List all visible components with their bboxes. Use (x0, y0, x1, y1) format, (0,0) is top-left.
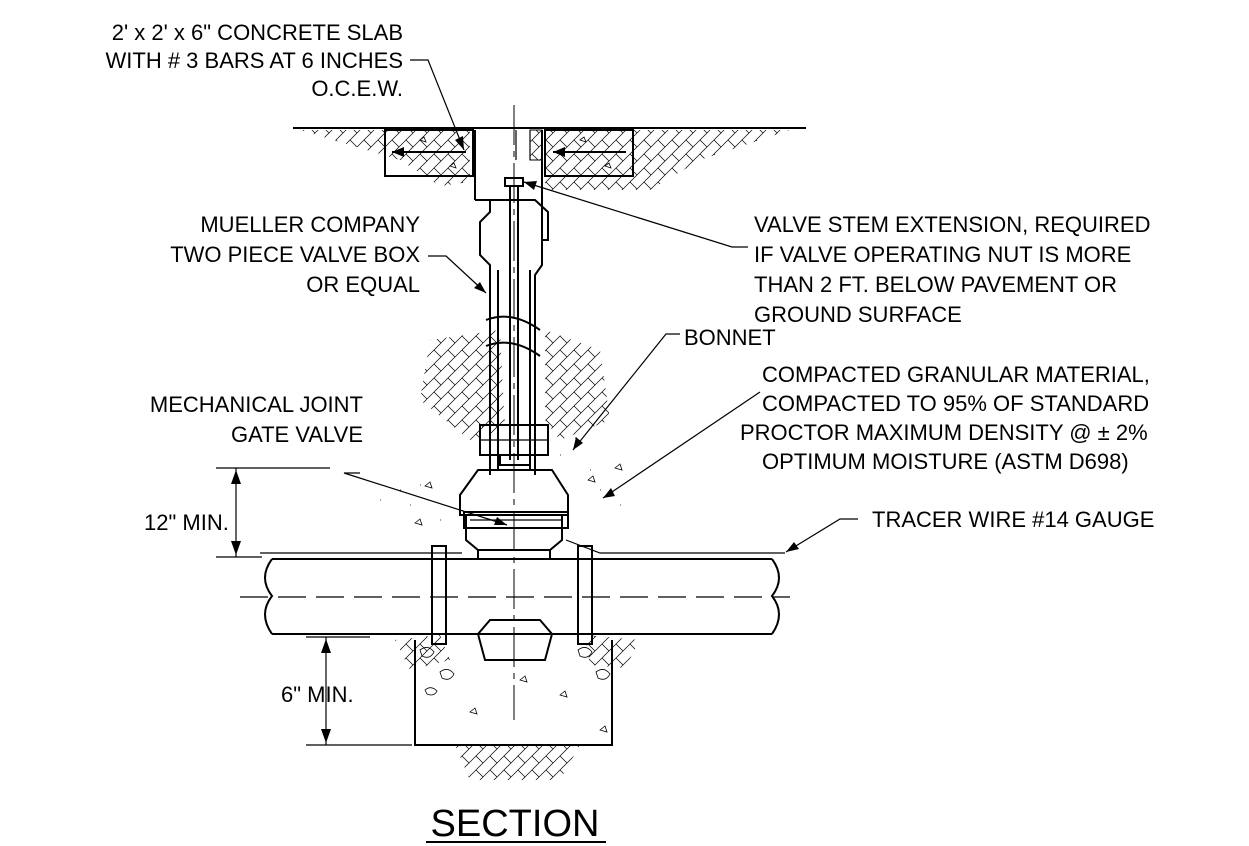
backfill-line-4: OPTIMUM MOISTURE (ASTM D698) (762, 449, 1129, 474)
label-gate-valve: MECHANICAL JOINT GATE VALVE (150, 392, 363, 447)
concrete-slab (384, 129, 634, 177)
slab-line-3: O.C.E.W. (311, 76, 403, 101)
label-stem-extension: VALVE STEM EXTENSION, REQUIRED IF VALVE … (754, 212, 1150, 327)
valve-box-line-3: OR EQUAL (306, 272, 420, 297)
dimension-6in (306, 636, 412, 746)
backfill-line-2: COMPACTED TO 95% OF STANDARD (762, 391, 1149, 416)
label-tracer-wire: TRACER WIRE #14 GAUGE (872, 507, 1154, 532)
gate-valve-line-1: MECHANICAL JOINT (150, 392, 363, 417)
valve-box (474, 129, 549, 475)
stem-line-4: GROUND SURFACE (754, 302, 962, 327)
valve-box-line-2: TWO PIECE VALVE BOX (170, 242, 420, 267)
bedding-block (414, 640, 613, 746)
stem-line-3: THAN 2 FT. BELOW PAVEMENT OR (754, 272, 1117, 297)
section-title: SECTION (431, 803, 600, 845)
backfill-line-1: COMPACTED GRANULAR MATERIAL, (762, 362, 1150, 387)
gate-valve-line-2: GATE VALVE (231, 422, 363, 447)
earth-hatch (300, 130, 790, 780)
dimension-12in (216, 467, 330, 558)
tracer-wire (260, 539, 785, 554)
backfill-line-3: PROCTOR MAXIMUM DENSITY @ ± 2% (740, 420, 1148, 445)
label-backfill: COMPACTED GRANULAR MATERIAL, COMPACTED T… (740, 362, 1150, 474)
leaders (343, 59, 858, 553)
stem-line-1: VALVE STEM EXTENSION, REQUIRED (754, 212, 1150, 237)
water-main-pipe (240, 545, 790, 645)
gate-valve-body (459, 424, 569, 661)
label-bonnet: BONNET (684, 325, 776, 350)
stem-extension (504, 177, 524, 460)
label-dim-6in: 6" MIN. (281, 682, 354, 707)
label-dim-12in: 12" MIN. (144, 510, 229, 535)
label-slab: 2' x 2' x 6" CONCRETE SLAB WITH # 3 BARS… (106, 20, 403, 101)
valve-box-line-1: MUELLER COMPANY (200, 212, 420, 237)
slab-line-1: 2' x 2' x 6" CONCRETE SLAB (112, 20, 403, 45)
granular-backfill (380, 437, 623, 526)
label-valve-box: MUELLER COMPANY TWO PIECE VALVE BOX OR E… (170, 212, 420, 297)
slab-line-2: WITH # 3 BARS AT 6 INCHES (106, 48, 403, 73)
stem-line-2: IF VALVE OPERATING NUT IS MORE (754, 242, 1131, 267)
